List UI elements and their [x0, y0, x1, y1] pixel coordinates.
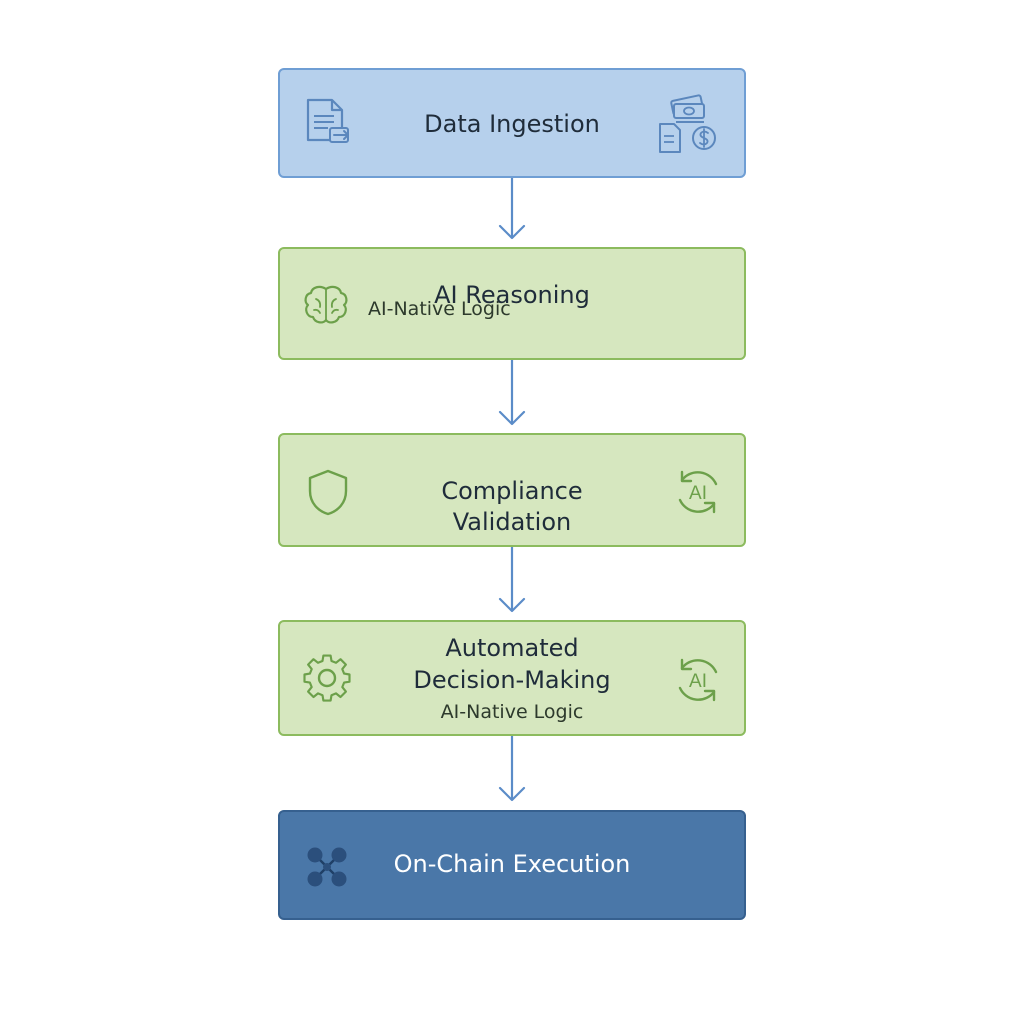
brain-icon	[304, 285, 348, 324]
step-title: Data Ingestion	[424, 110, 600, 138]
step-title: AI Reasoning	[434, 281, 590, 309]
ai-cycle-icon: AI	[678, 658, 718, 702]
step-automated-decision-making: Automated Decision-Making AI-Native Logi…	[278, 620, 746, 736]
ai-icon-text: AI	[689, 483, 707, 504]
step-subtitle: AI-Native Logic	[440, 701, 584, 723]
flow-arrow	[498, 547, 526, 613]
step-data-ingestion: Data Ingestion	[278, 68, 746, 178]
step-title-line2: Decision-Making	[413, 666, 611, 694]
step-on-chain-execution: On-Chain Execution	[278, 810, 746, 920]
flow-arrow	[498, 736, 526, 802]
blockchain-nodes-icon	[307, 847, 347, 887]
step-title: On-Chain Execution	[393, 850, 631, 878]
step-subtitle: AI-Native Logic	[368, 298, 511, 320]
flow-arrow	[498, 360, 526, 426]
ai-cycle-icon: AI	[678, 470, 718, 514]
money-document-icon	[659, 94, 716, 153]
gear-icon	[303, 654, 351, 702]
ai-icon-text: AI	[689, 671, 707, 692]
step-ai-reasoning: AI Reasoning AI-Native Logic	[278, 247, 746, 360]
step-compliance-validation: Compliance Validation AI	[278, 433, 746, 547]
step-title-line1: Automated	[445, 634, 579, 662]
step-title-line1: Compliance	[441, 477, 583, 505]
shield-icon	[308, 469, 348, 516]
document-transfer-icon	[306, 98, 349, 143]
step-title-line2: Validation	[452, 508, 572, 536]
flow-arrow	[498, 178, 526, 240]
